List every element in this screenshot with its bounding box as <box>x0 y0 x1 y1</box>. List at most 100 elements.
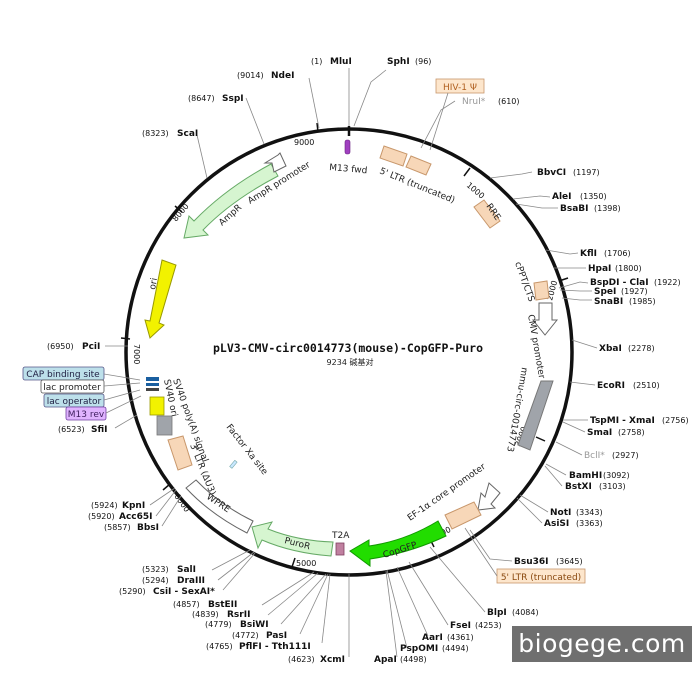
leader-bbvci <box>489 171 533 179</box>
site-alei-pos: (1350) <box>580 192 607 201</box>
plasmid-title: pLV3-CMV-circ0014773(mouse)-CopGFP-Puro <box>213 341 483 355</box>
site-sspi-name: SspI <box>222 94 244 104</box>
label-ori: ori <box>148 277 160 290</box>
site-kpni-pos: (5924) <box>91 501 118 510</box>
leader-spei <box>559 289 592 292</box>
label-m13-fwd: M13 fwd <box>329 163 368 176</box>
site-draiii-pos: (5294) <box>142 576 169 585</box>
tick-7000 <box>120 337 131 340</box>
lac-operator-label: lac operator <box>47 397 102 407</box>
cmv-promoter-arrow <box>531 302 559 336</box>
site-blpi-name: BlpI <box>487 608 507 618</box>
site-bcli-name: BclI* <box>584 451 605 461</box>
site-spei-pos: (1927) <box>621 287 648 296</box>
circ-insert-feature <box>517 380 554 451</box>
ori-arrow <box>144 259 177 339</box>
leader-draiii <box>217 551 255 581</box>
tick-9000 <box>316 122 319 133</box>
t2a-feature <box>335 542 345 556</box>
site-apai-name: ApaI <box>374 655 397 665</box>
site-xbai-name: XbaI <box>599 344 622 354</box>
leader-bsteii <box>261 571 315 606</box>
site-hpai-pos: (1800) <box>615 264 642 273</box>
leader-ndei <box>308 77 320 129</box>
site-bsteii-name: BstEII <box>208 600 237 610</box>
ltr5-truncated-box-label: 5' LTR (truncated) <box>501 573 581 583</box>
tick-2000 <box>558 277 569 282</box>
site-sfii-name: SfiI <box>91 425 108 435</box>
leader-smai <box>562 421 586 433</box>
copgfp-arrow <box>349 520 447 567</box>
ltr5-left-block <box>379 145 408 167</box>
sv40-ori-feature <box>149 396 165 416</box>
site-pflfi-name: PflFI - Tth111I <box>239 642 311 652</box>
leader-nrui <box>420 100 456 149</box>
site-sphi-name: SphI <box>387 57 410 67</box>
wpre-feature <box>185 479 254 534</box>
leader-bspdi <box>558 281 589 289</box>
leader-sali <box>211 549 251 571</box>
leader-sspi <box>245 97 265 145</box>
site-sali-name: SalI <box>177 565 196 575</box>
watermark: biogege.com <box>512 626 692 662</box>
leader-blpi <box>429 546 486 613</box>
leader-sphi <box>353 69 387 127</box>
ltr5-right-block <box>405 155 432 176</box>
small-marker-3 <box>146 388 159 391</box>
site-xbai-pos: (2278) <box>628 344 655 353</box>
site-bsiwi-name: BsiWI <box>240 620 269 630</box>
ampr-arrow <box>183 163 279 239</box>
site-noti-name: NotI <box>550 508 571 518</box>
site-bbvci-name: BbvCI <box>537 168 566 178</box>
leader-m13rev <box>105 395 142 414</box>
leader-bsiwi <box>280 573 327 625</box>
tick-3000 <box>535 436 546 442</box>
m13-rev-box <box>65 406 107 421</box>
site-acc65i-name: Acc65I <box>119 512 153 522</box>
site-bsabi-pos: (1398) <box>594 204 621 213</box>
site-pasi-name: PasI <box>266 631 287 641</box>
small-marker-1 <box>146 377 159 381</box>
site-pflfi-pos: (4765) <box>206 642 233 651</box>
site-smai-pos: (2758) <box>618 428 645 437</box>
label-factor-xa-site: Factor Xa site <box>224 423 270 478</box>
site-snabi-name: SnaBI <box>594 297 623 307</box>
site-kfli-name: KflI <box>580 249 597 259</box>
site-bsiwi-pos: (4779) <box>205 620 232 629</box>
site-apai-pos: (4498) <box>400 655 427 664</box>
site-scai-pos: (8323) <box>142 129 169 138</box>
tick-5000 <box>291 557 296 568</box>
site-csii-pos: (5290) <box>119 587 146 596</box>
site-bsabi-name: BsaBI <box>560 204 589 214</box>
site-xcmi-pos: (4623) <box>288 655 315 664</box>
ef1a-arrow <box>477 482 501 511</box>
site-aari-pos: (4361) <box>447 633 474 642</box>
site-sali-pos: (5323) <box>142 565 169 574</box>
tick-1000 <box>463 167 471 177</box>
site-noti-pos: (3343) <box>576 508 603 517</box>
tick-label-5000: 5000 <box>296 559 316 568</box>
site-pspomi-name: PspOMI <box>400 644 438 654</box>
site-bbvci-pos: (1197) <box>573 168 600 177</box>
site-csii-name: CsiI - SexAI* <box>153 587 215 597</box>
hiv1-psi-box <box>435 78 485 94</box>
cppt-cts-feature <box>533 280 550 301</box>
tick-6000 <box>162 483 171 491</box>
site-sfii-pos: (6523) <box>58 425 85 434</box>
leader-lines <box>103 68 598 658</box>
m13-fwd-primer <box>344 139 351 155</box>
site-blpi-pos: (4084) <box>512 608 539 617</box>
site-tspmi-xmai-name: TspMI - XmaI <box>590 416 655 426</box>
site-aari-name: AarI <box>422 633 443 643</box>
site-bsu36i-name: Bsu36I <box>514 557 549 567</box>
site-sphi-pos: (96) <box>415 57 431 66</box>
site-mlui-name: MluI <box>330 57 352 67</box>
leader-ecori <box>569 381 596 386</box>
ampr-promoter-arrow <box>263 152 287 173</box>
site-sspi-pos: (8647) <box>188 94 215 103</box>
label-t2a: T2A <box>331 531 350 541</box>
leader-sfii <box>114 414 138 429</box>
site-bsu36i-pos: (3645) <box>556 557 583 566</box>
site-fsei-name: FseI <box>450 621 471 631</box>
leader-xbai <box>571 339 598 349</box>
